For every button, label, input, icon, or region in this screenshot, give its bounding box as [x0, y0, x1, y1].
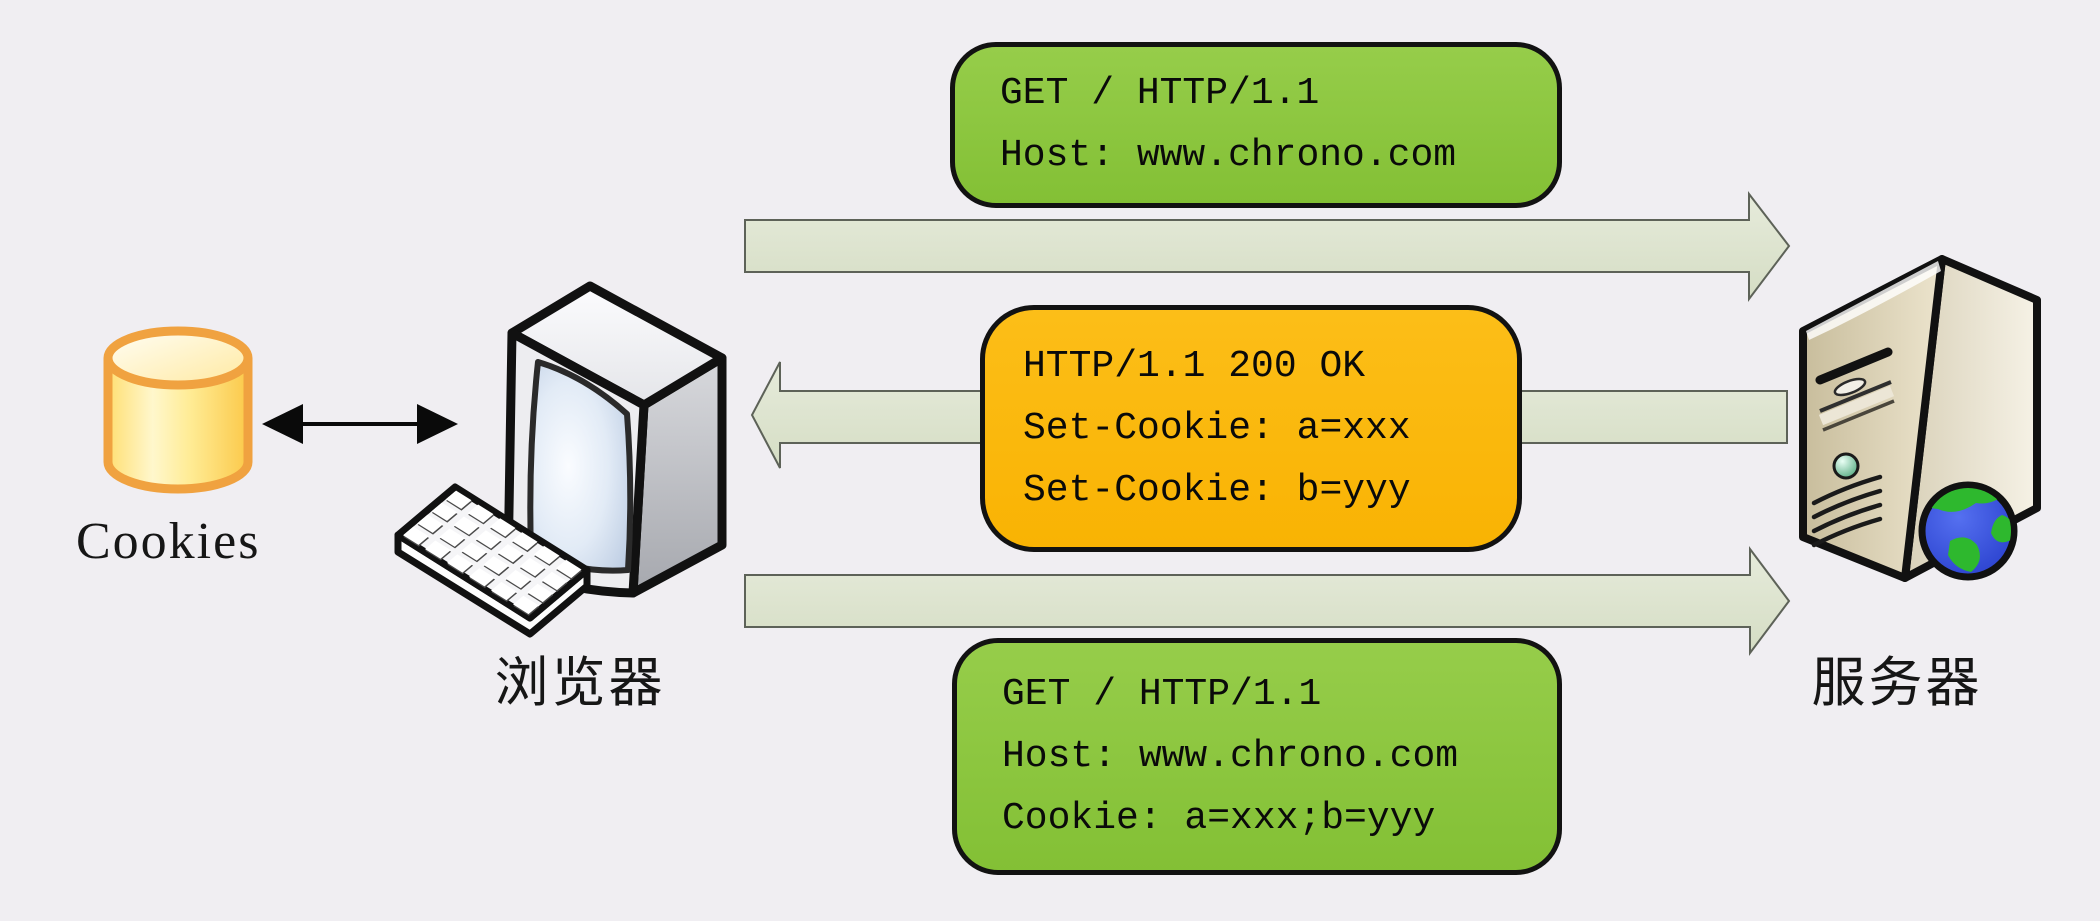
request-message-box-2: GET / HTTP/1.1 Host: www.chrono.com Cook… — [952, 638, 1562, 875]
message-line: Host: www.chrono.com — [1000, 134, 1457, 177]
message-line: Cookie: a=xxx;b=yyy — [1002, 796, 1436, 840]
keyboard-icon — [394, 483, 591, 638]
browser-label: 浏览器 — [494, 653, 666, 713]
cookies-label: Cookies — [76, 513, 261, 570]
monitor-icon — [503, 281, 727, 598]
message-line: Set-Cookie: a=xxx — [1023, 406, 1411, 450]
message-line: HTTP/1.1 200 OK — [1023, 344, 1366, 388]
request-flow-arrow-top — [744, 191, 1791, 302]
message-line: Set-Cookie: b=yyy — [1023, 468, 1411, 512]
response-message-box: HTTP/1.1 200 OK Set-Cookie: a=xxx Set-Co… — [980, 305, 1522, 552]
cookies-database-icon — [103, 326, 253, 494]
message-line: GET / HTTP/1.1 — [1000, 72, 1320, 115]
browser-computer-icon — [394, 281, 727, 638]
request-message-box-1: GET / HTTP/1.1 Host: www.chrono.com — [950, 42, 1562, 208]
server-tower-icon — [1799, 255, 2041, 582]
message-line: Host: www.chrono.com — [1002, 734, 1459, 778]
request-flow-arrow-bottom — [744, 546, 1791, 656]
server-label: 服务器 — [1811, 653, 1983, 713]
sync-double-arrow-icon — [262, 404, 458, 444]
message-line: GET / HTTP/1.1 — [1002, 672, 1322, 716]
globe-icon — [1918, 481, 2018, 581]
